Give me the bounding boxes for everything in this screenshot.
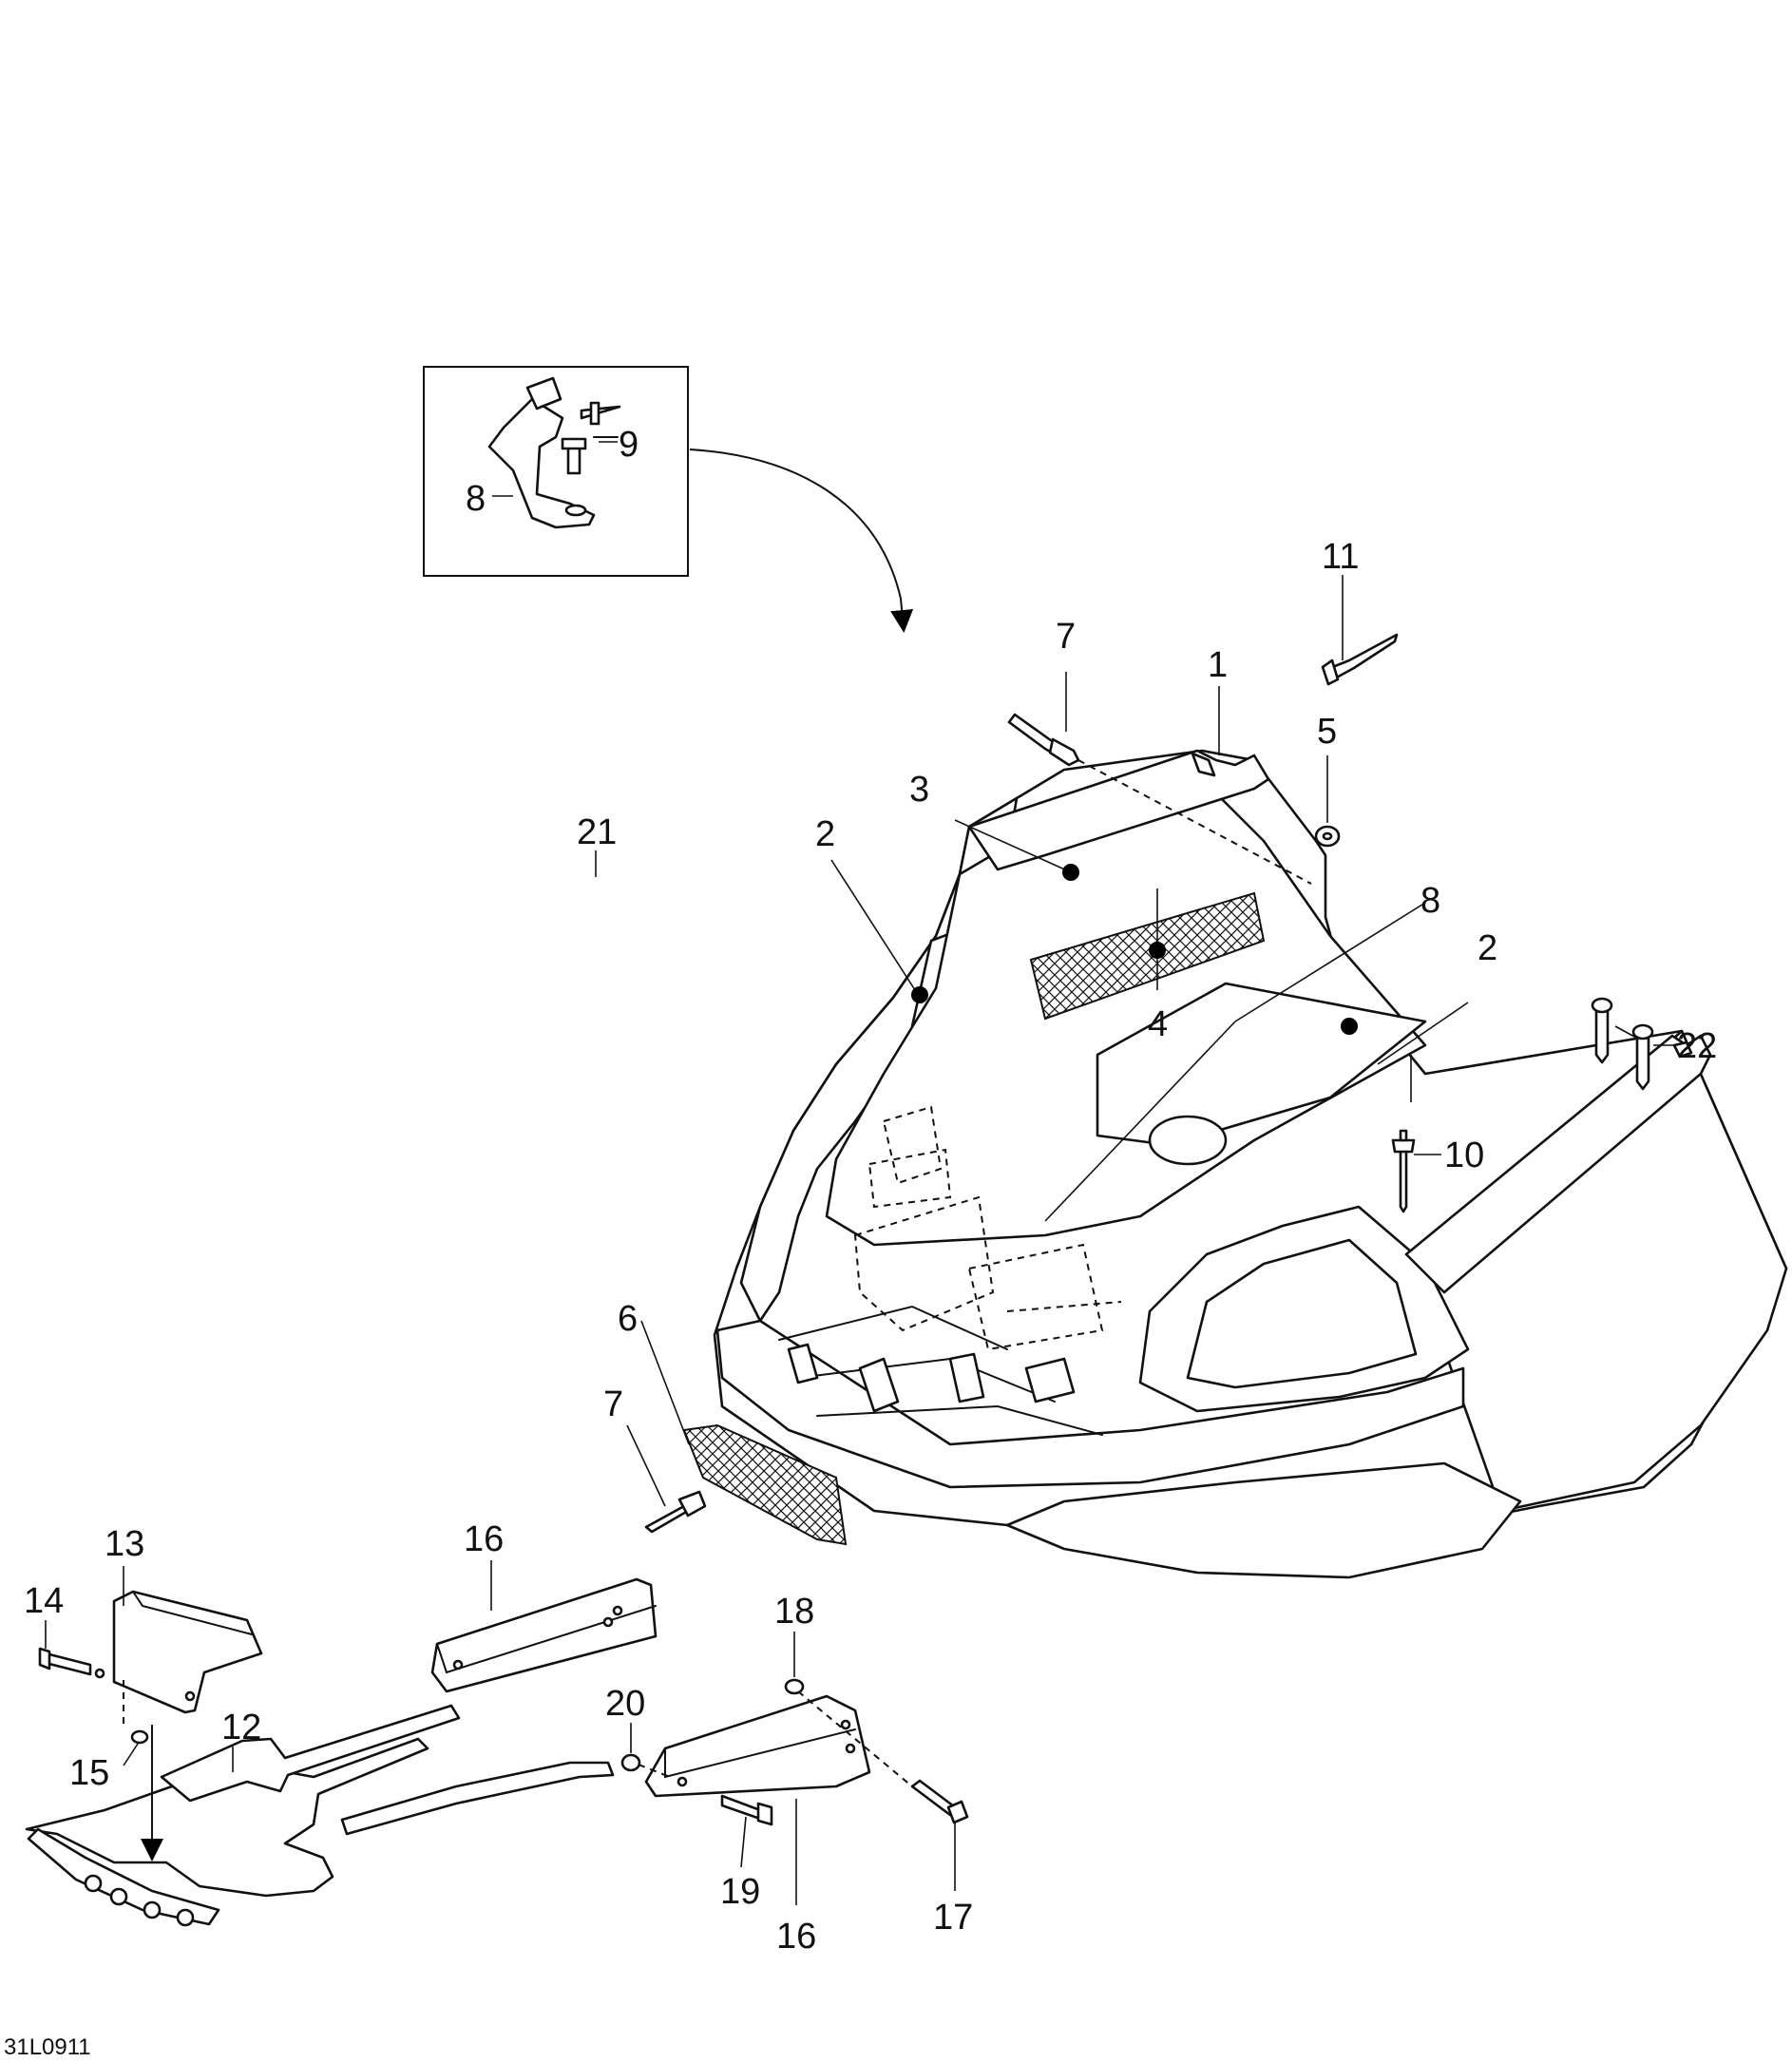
hardware-rivet-7-front — [644, 1490, 707, 1534]
callout-3: 3 — [909, 770, 929, 810]
hardware-rivet-11 — [1321, 633, 1399, 686]
callout-17: 17 — [933, 1898, 973, 1938]
front-bulkhead-ribs — [778, 1305, 1103, 1436]
callout-10: 10 — [1444, 1136, 1484, 1175]
callout-6: 6 — [618, 1299, 638, 1339]
callout-11: 11 — [1322, 537, 1359, 577]
leader-lines — [45, 441, 1674, 1905]
callout-21: 21 — [577, 812, 617, 852]
front-grille-screen — [682, 1423, 848, 1546]
hardware-washer-5 — [1314, 825, 1341, 848]
label-8-circle — [1148, 1115, 1228, 1166]
hardware-screws-22 — [1591, 997, 1654, 1091]
callout-9: 9 — [619, 425, 639, 465]
nut-18 — [784, 1678, 805, 1695]
deflector-13 — [94, 1590, 263, 1725]
callout-20: 20 — [605, 1684, 645, 1724]
callout-18: 18 — [774, 1592, 814, 1632]
callout-4: 4 — [1148, 1004, 1168, 1044]
callout-8-hood: 8 — [1420, 881, 1440, 921]
callout-22: 22 — [1677, 1026, 1717, 1066]
inset-location-arrow — [689, 449, 914, 633]
inset-bolt-9 — [566, 445, 581, 475]
callout-2-right: 2 — [1477, 928, 1497, 968]
bracket-16-upper — [430, 1577, 658, 1693]
callout-7-top: 7 — [1056, 617, 1076, 657]
callout-14: 14 — [24, 1581, 64, 1621]
reference-dots — [911, 864, 1358, 1035]
callout-8-inset: 8 — [466, 479, 486, 519]
callout-13: 13 — [105, 1524, 144, 1564]
callout-15: 15 — [69, 1753, 109, 1793]
hardware-rivet-7-top — [1007, 713, 1312, 885]
nut-15 — [130, 1729, 149, 1745]
washer-20 — [620, 1753, 671, 1778]
callout-16-upper: 16 — [464, 1519, 504, 1559]
figure-reference-code: 31L0911 — [4, 2034, 91, 2060]
callout-1: 1 — [1208, 645, 1228, 685]
callout-12: 12 — [221, 1708, 261, 1747]
hardware-rivet-10 — [1391, 1055, 1416, 1213]
callout-7-front: 7 — [603, 1384, 623, 1424]
inset-bracket-tab — [525, 376, 562, 410]
callout-19: 19 — [720, 1872, 760, 1912]
belly-pan-body — [682, 749, 1788, 1579]
screw-14 — [38, 1647, 92, 1676]
steering-support-hidden-lines — [853, 1105, 1122, 1351]
callout-labels: 1 2 2 3 4 5 6 7 7 8 8 9 10 11 12 13 14 1… — [24, 425, 1717, 1957]
detail-inset — [423, 366, 689, 577]
bracket-16-lower — [644, 1694, 871, 1798]
front-bumper-12 — [25, 1704, 615, 1927]
callout-5: 5 — [1317, 712, 1337, 752]
callout-2-left: 2 — [815, 814, 835, 854]
inset-bracket-hole — [564, 504, 587, 517]
bolt-19 — [720, 1794, 773, 1826]
intake-screen — [1029, 891, 1266, 1021]
callout-16-lower: 16 — [776, 1917, 816, 1957]
bolt-17 — [797, 1690, 969, 1824]
